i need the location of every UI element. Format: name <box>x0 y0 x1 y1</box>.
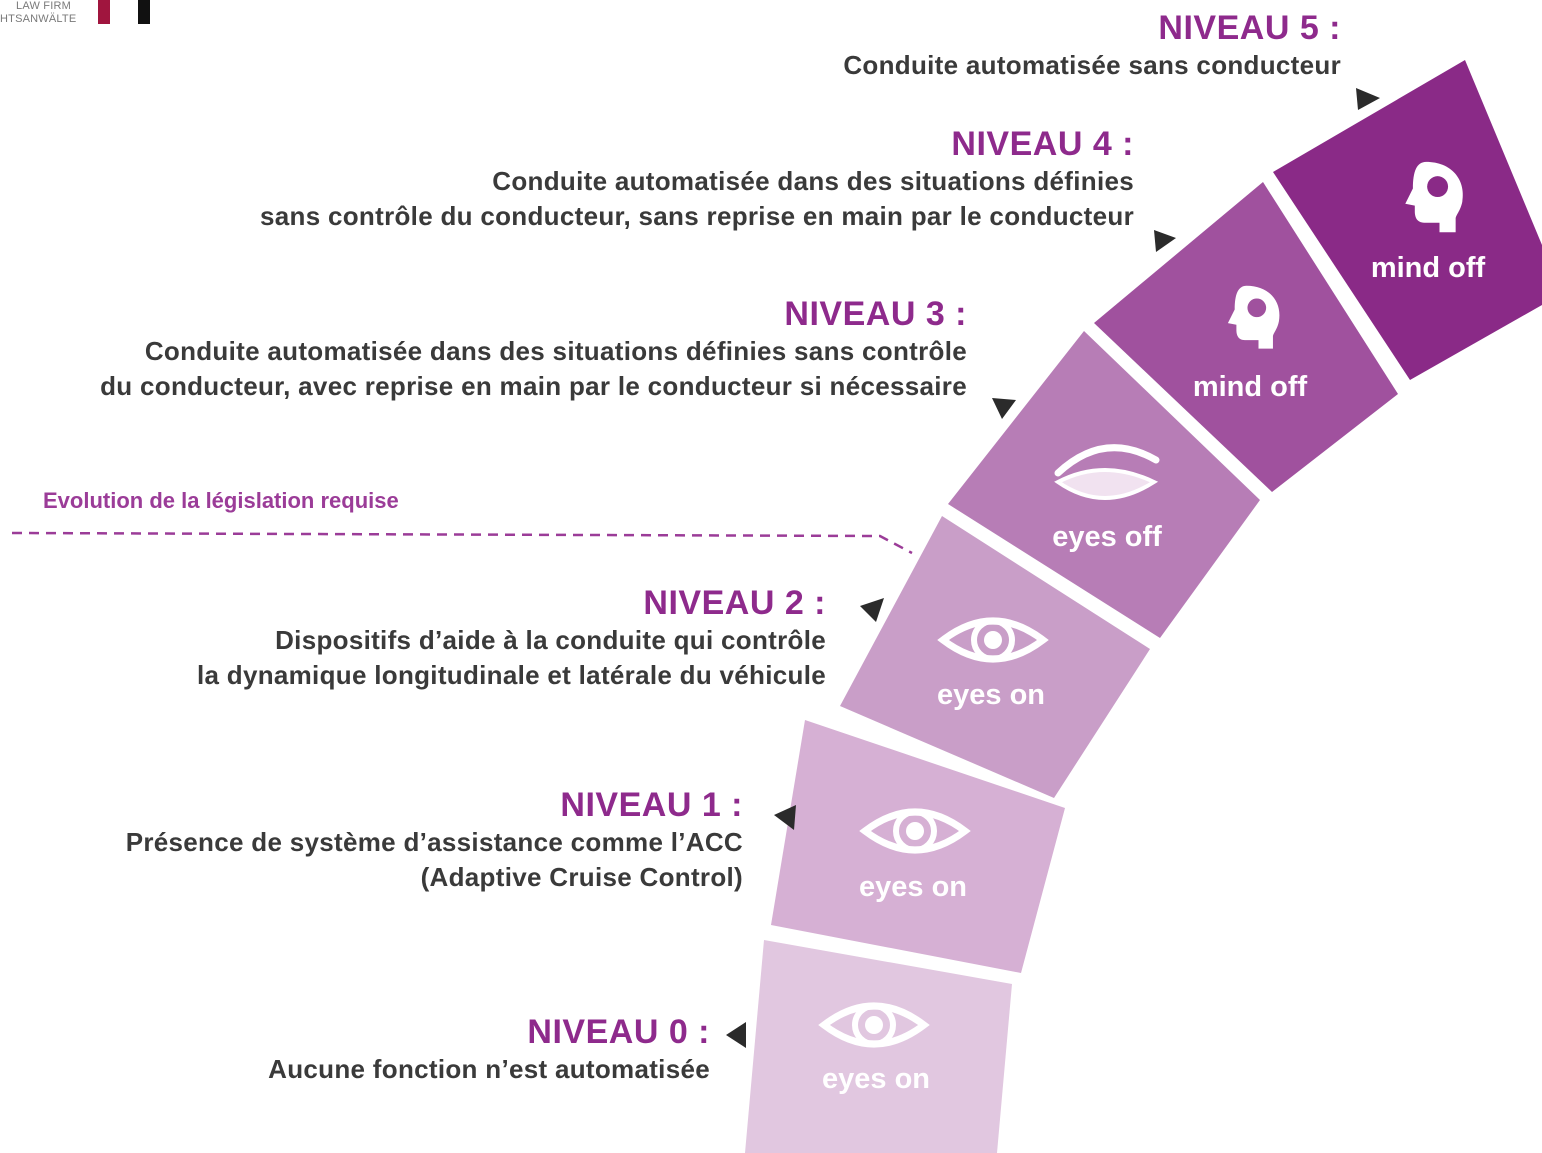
step-2-label: eyes on <box>937 679 1045 711</box>
step-3-label: eyes off <box>1052 521 1162 553</box>
arrow-level-2 <box>860 598 884 622</box>
head-icon <box>1227 285 1280 349</box>
level-4-desc-line-1: Conduite automatisée dans des situations… <box>492 166 1134 196</box>
level-3-text: NIVEAU 3 : Conduite automatisée dans des… <box>100 294 967 404</box>
level-2-text: NIVEAU 2 : Dispositifs d’aide à la condu… <box>197 583 826 693</box>
level-4-text: NIVEAU 4 : Conduite automatisée dans des… <box>260 124 1134 234</box>
level-1-title: NIVEAU 1 : <box>560 786 743 824</box>
arrow-level-1 <box>774 805 796 830</box>
level-4-title: NIVEAU 4 : <box>951 125 1134 163</box>
arrow-level-3 <box>992 398 1016 419</box>
level-0-text: NIVEAU 0 : Aucune fonction n’est automat… <box>268 1012 710 1087</box>
head-icon <box>1405 161 1463 233</box>
level-4-desc-line-2: sans contrôle du conducteur, sans repris… <box>260 201 1134 231</box>
level-3-desc-line-2: du conducteur, avec reprise en main par … <box>100 371 967 401</box>
logo-text-line1: LAW FIRM <box>16 0 71 12</box>
level-3-title: NIVEAU 3 : <box>784 295 967 333</box>
arrow-level-0 <box>726 1022 746 1048</box>
level-1-desc-line-2: (Adaptive Cruise Control) <box>420 862 743 892</box>
level-2-desc-line-1: Dispositifs d’aide à la conduite qui con… <box>275 625 826 655</box>
logo-bar-black <box>138 0 150 24</box>
step-level-4: mind off <box>1094 182 1398 492</box>
level-5-title: NIVEAU 5 : <box>1158 9 1341 47</box>
closed-eye-icon <box>1054 444 1160 500</box>
logo-bar-red <box>98 0 110 24</box>
level-2-title: NIVEAU 2 : <box>643 584 826 622</box>
step-5-shape <box>1273 60 1542 380</box>
level-0-desc-line-1: Aucune fonction n’est automatisée <box>268 1054 710 1084</box>
step-level-5: mind off <box>1273 60 1542 380</box>
step-level-1: eyes on <box>771 720 1065 973</box>
level-3-desc-line-1: Conduite automatisée dans des situations… <box>144 336 967 366</box>
arrow-level-4 <box>1154 230 1176 252</box>
level-5-desc-line-1: Conduite automatisée sans conducteur <box>843 50 1341 80</box>
step-0-label: eyes on <box>822 1063 930 1095</box>
level-0-title: NIVEAU 0 : <box>527 1013 710 1051</box>
law-firm-logo: LAW FIRM HTSANWÄLTE <box>0 0 170 30</box>
level-1-desc-line-1: Présence de système d’assistance comme l… <box>125 827 743 857</box>
legislation-note: Evolution de la législation requise <box>43 488 399 513</box>
step-level-3: eyes off <box>948 331 1260 638</box>
step-level-0: eyes on <box>745 940 1012 1153</box>
level-5-text: NIVEAU 5 : Conduite automatisée sans con… <box>843 8 1341 83</box>
legislation-dashed-line <box>11 531 913 555</box>
level-2-desc-line-2: la dynamique longitudinale et latérale d… <box>196 660 826 690</box>
step-level-2: eyes on <box>840 516 1150 798</box>
step-1-label: eyes on <box>859 871 967 903</box>
logo-text-line2: HTSANWÄLTE <box>0 13 77 25</box>
level-1-text: NIVEAU 1 : Présence de système d’assista… <box>126 785 743 895</box>
step-4-label: mind off <box>1193 371 1308 403</box>
step-5-label: mind off <box>1371 252 1486 284</box>
arrow-level-5 <box>1356 88 1380 110</box>
